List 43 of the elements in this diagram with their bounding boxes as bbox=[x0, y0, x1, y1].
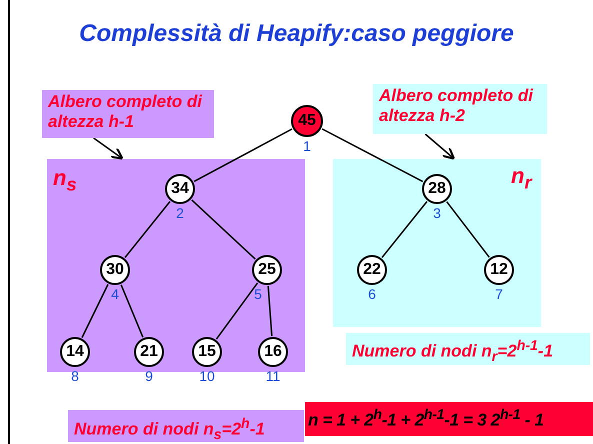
tree-edge bbox=[81, 284, 109, 338]
tree-edge bbox=[322, 128, 424, 182]
tree-node-circle: 14 bbox=[60, 337, 90, 367]
subtree-region bbox=[333, 159, 541, 327]
tree-node-circle: 21 bbox=[134, 337, 164, 367]
callout-box: Albero completo di altezza h-1 bbox=[42, 90, 214, 138]
tree-node-circle: 34 bbox=[165, 174, 195, 204]
tree-edge bbox=[120, 284, 144, 338]
tree-node-circle: 45 bbox=[291, 105, 323, 137]
callout-box: Albero completo di altezza h-2 bbox=[373, 84, 547, 134]
node-index-label: 9 bbox=[144, 368, 154, 384]
node-index-label: 5 bbox=[253, 286, 263, 302]
tree-edge bbox=[446, 201, 490, 258]
tree-node-circle: 22 bbox=[357, 255, 387, 285]
arrow bbox=[424, 133, 456, 160]
title: Complessità di Heapify:caso peggiore bbox=[78, 20, 515, 48]
tree-node-circle: 15 bbox=[192, 337, 222, 367]
node-index-label: 2 bbox=[175, 205, 185, 221]
tree-edge bbox=[194, 128, 292, 182]
tree-node-circle: 25 bbox=[252, 255, 282, 285]
formula-box: n = 1 + 2$^{h}$-1 + 2$^{h-1}$-1 = 3 2$^{h-1}$ - 1 bbox=[305, 402, 593, 436]
node-index-label: 8 bbox=[70, 368, 80, 384]
node-index-label: 3 bbox=[432, 205, 442, 221]
subtree-size-label: n$_{r}$ bbox=[511, 163, 532, 194]
node-index-label: 6 bbox=[367, 286, 377, 302]
tree-edge bbox=[381, 201, 428, 258]
node-index-label: 11 bbox=[264, 368, 282, 384]
tree-node-circle: 28 bbox=[422, 174, 452, 204]
tree-edge bbox=[191, 199, 256, 260]
tree-edge bbox=[124, 201, 171, 258]
node-index-label: 1 bbox=[302, 138, 312, 154]
tree-node-circle: 12 bbox=[484, 255, 514, 285]
tree-edge bbox=[216, 282, 258, 340]
callout-box: Numero di nodi n$_{r}$=2$^{h-1}$-1 bbox=[346, 333, 590, 365]
node-index-label: 7 bbox=[494, 286, 504, 302]
arrow bbox=[93, 137, 124, 160]
node-index-label: 10 bbox=[198, 368, 216, 384]
subtree-size-label: n$_{s}$ bbox=[53, 165, 77, 196]
callout-box: Numero di nodi n$_{s}$=2$^{h}$-1 bbox=[68, 410, 304, 442]
tree-node-circle: 30 bbox=[100, 255, 130, 285]
tree-node-circle: 16 bbox=[258, 337, 288, 367]
node-index-label: 4 bbox=[110, 286, 120, 302]
tree-edge bbox=[267, 286, 273, 336]
